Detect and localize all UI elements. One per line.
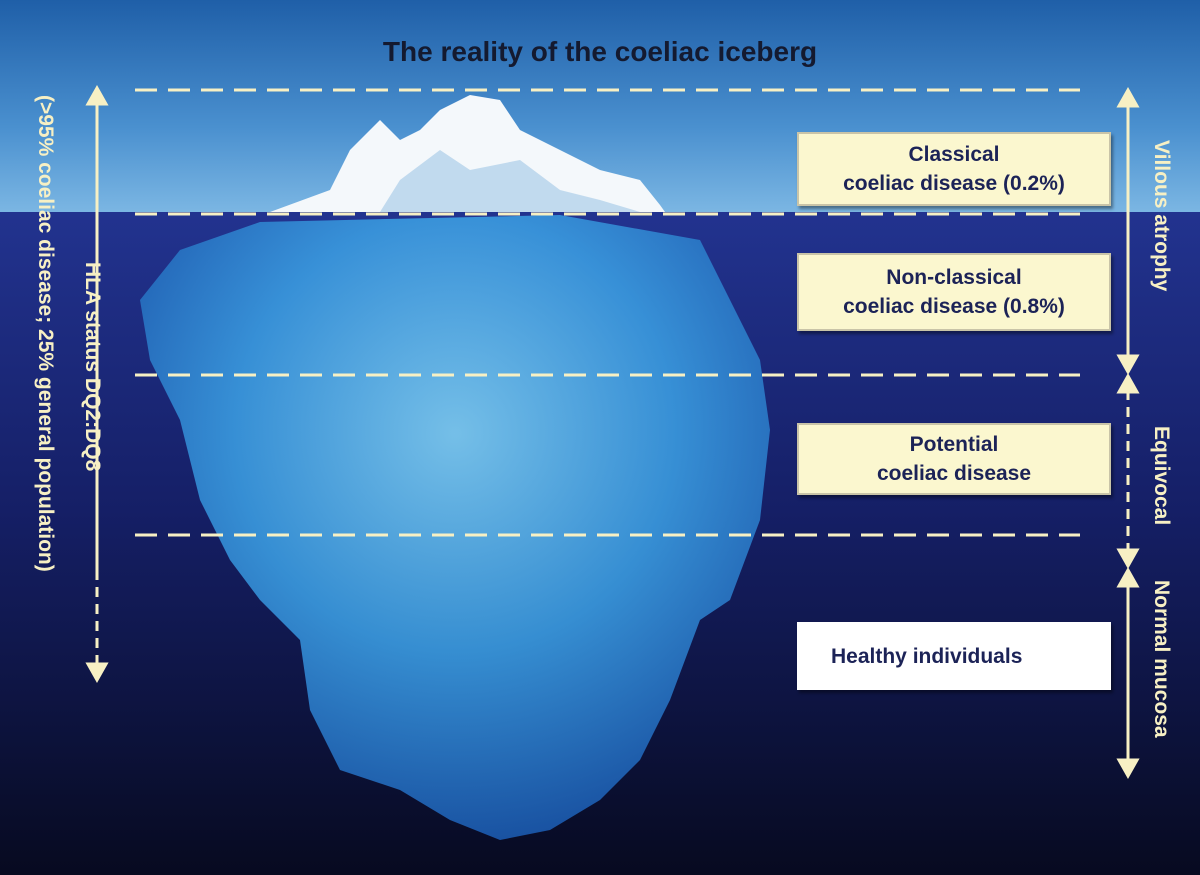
healthy-label: Healthy individuals bbox=[831, 644, 1023, 668]
iceberg-underwater bbox=[140, 215, 770, 840]
healthy-box: Healthy individuals bbox=[797, 622, 1111, 690]
nonclassical-box: Non-classical coeliac disease (0.8%) bbox=[797, 253, 1111, 331]
normal-mucosa-label: Normal mucosa bbox=[1150, 580, 1173, 738]
hla-detail: (>95% coeliac disease; 25% general popul… bbox=[34, 95, 57, 572]
potential-box: Potential coeliac disease bbox=[797, 423, 1111, 495]
nonclassical-prevalence: coeliac disease (0.8%) bbox=[843, 295, 1065, 318]
classical-box: Classical coeliac disease (0.2%) bbox=[797, 132, 1111, 206]
equivocal-label: Equivocal bbox=[1150, 426, 1173, 526]
classical-prevalence: coeliac disease (0.2%) bbox=[843, 172, 1065, 195]
hla-label: HLA status DQ2:DQ8 bbox=[81, 262, 104, 472]
nonclassical-label: Non-classical bbox=[886, 266, 1022, 289]
classical-label: Classical bbox=[908, 143, 1000, 166]
diagram-title: The reality of the coeliac iceberg bbox=[382, 36, 818, 67]
potential-label: Potential bbox=[909, 433, 999, 456]
dashed-boundaries bbox=[135, 88, 1080, 537]
villous-atrophy-label: Villous atrophy bbox=[1150, 140, 1173, 292]
iceberg-tip bbox=[270, 95, 665, 212]
potential-sub: coeliac disease bbox=[876, 462, 1032, 485]
